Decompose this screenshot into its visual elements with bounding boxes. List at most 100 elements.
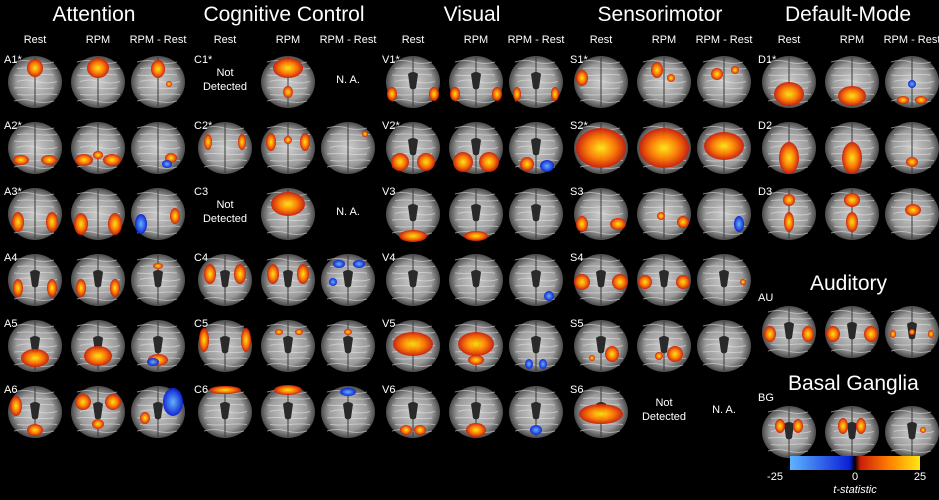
row-label: BG bbox=[758, 392, 774, 404]
brain-slice bbox=[572, 384, 630, 440]
column-header: Rest bbox=[589, 34, 613, 46]
brain-slice bbox=[823, 54, 881, 110]
brain-slice bbox=[635, 54, 693, 110]
row-label: A6 bbox=[4, 384, 18, 396]
brain-slice bbox=[259, 384, 317, 440]
brain-slice bbox=[695, 120, 753, 176]
row-label: V6 bbox=[382, 384, 396, 396]
brain-slice bbox=[760, 186, 818, 242]
brain-slice bbox=[572, 120, 630, 176]
brain-slice bbox=[760, 304, 818, 360]
brain-slice bbox=[319, 318, 377, 374]
brain-slice bbox=[447, 120, 505, 176]
brain-slice bbox=[507, 120, 565, 176]
colorbar-tick-mid: 0 bbox=[851, 471, 859, 483]
brain-slice bbox=[572, 318, 630, 374]
brain-slice bbox=[507, 252, 565, 308]
brain-slice bbox=[760, 404, 818, 460]
brain-slice bbox=[447, 384, 505, 440]
row-label: V5 bbox=[382, 318, 396, 330]
brain-slice bbox=[447, 54, 505, 110]
brain-slice bbox=[635, 252, 693, 308]
column-header: RPM bbox=[85, 34, 111, 46]
brain-slice bbox=[635, 318, 693, 374]
brain-slice bbox=[384, 54, 442, 110]
column-header: RPM - Rest bbox=[695, 34, 753, 46]
brain-slice bbox=[384, 318, 442, 374]
brain-slice bbox=[196, 318, 254, 374]
brain-slice bbox=[259, 120, 317, 176]
brain-slice bbox=[572, 252, 630, 308]
brain-slice bbox=[384, 186, 442, 242]
column-header: RPM - Rest bbox=[883, 34, 939, 46]
row-label: S3 bbox=[570, 186, 584, 198]
not-applicable-text: N. A. bbox=[712, 404, 736, 416]
row-label: S5 bbox=[570, 318, 584, 330]
brain-slice bbox=[129, 252, 187, 308]
column-header: RPM bbox=[651, 34, 677, 46]
brain-slice bbox=[6, 186, 64, 242]
row-label: D2 bbox=[758, 120, 773, 132]
brain-slice bbox=[760, 54, 818, 110]
column-header: Rest bbox=[777, 34, 801, 46]
brain-slice bbox=[883, 186, 939, 242]
brain-slice bbox=[129, 318, 187, 374]
brain-slice bbox=[69, 186, 127, 242]
brain-slice bbox=[129, 120, 187, 176]
brain-slice bbox=[507, 186, 565, 242]
brain-slice bbox=[695, 54, 753, 110]
row-label: V4 bbox=[382, 252, 396, 264]
brain-slice bbox=[69, 120, 127, 176]
auditory-title: Auditory bbox=[810, 272, 888, 295]
brain-slice bbox=[823, 186, 881, 242]
brain-slice bbox=[883, 120, 939, 176]
brain-slice bbox=[196, 252, 254, 308]
brain-slice bbox=[507, 54, 565, 110]
row-label: A4 bbox=[4, 252, 18, 264]
brain-slice bbox=[635, 186, 693, 242]
brain-slice bbox=[6, 120, 64, 176]
row-label: S6 bbox=[570, 384, 584, 396]
brain-slice bbox=[6, 54, 64, 110]
brain-slice bbox=[695, 186, 753, 242]
row-label: A5 bbox=[4, 318, 18, 330]
brain-slice bbox=[384, 384, 442, 440]
colorbar-caption: t-statistic bbox=[833, 484, 877, 496]
row-label: AU bbox=[758, 292, 774, 304]
brain-slice bbox=[259, 318, 317, 374]
brain-slice bbox=[259, 186, 317, 242]
brain-slice bbox=[760, 120, 818, 176]
brain-slice bbox=[384, 252, 442, 308]
column-header: Rest bbox=[213, 34, 237, 46]
brain-slice bbox=[507, 384, 565, 440]
panel-title: Default-Mode bbox=[784, 3, 912, 26]
column-header: RPM - Rest bbox=[507, 34, 565, 46]
brain-slice bbox=[319, 120, 377, 176]
brain-slice bbox=[384, 120, 442, 176]
colorbar bbox=[790, 456, 920, 475]
brain-slice bbox=[196, 384, 254, 440]
brain-slice bbox=[883, 404, 939, 460]
brain-slice bbox=[572, 186, 630, 242]
brain-slice bbox=[447, 186, 505, 242]
row-label: C5 bbox=[194, 318, 209, 330]
column-header: Rest bbox=[401, 34, 425, 46]
column-header: Rest bbox=[23, 34, 47, 46]
brain-slice bbox=[447, 252, 505, 308]
panel-title: Attention bbox=[52, 3, 136, 26]
brain-slice bbox=[69, 54, 127, 110]
panel-title: Sensorimotor bbox=[597, 3, 723, 26]
column-header: RPM - Rest bbox=[129, 34, 187, 46]
colorbar-tick-min: -25 bbox=[767, 471, 783, 483]
brain-slice bbox=[883, 54, 939, 110]
brain-slice bbox=[572, 54, 630, 110]
brain-slice bbox=[6, 384, 64, 440]
